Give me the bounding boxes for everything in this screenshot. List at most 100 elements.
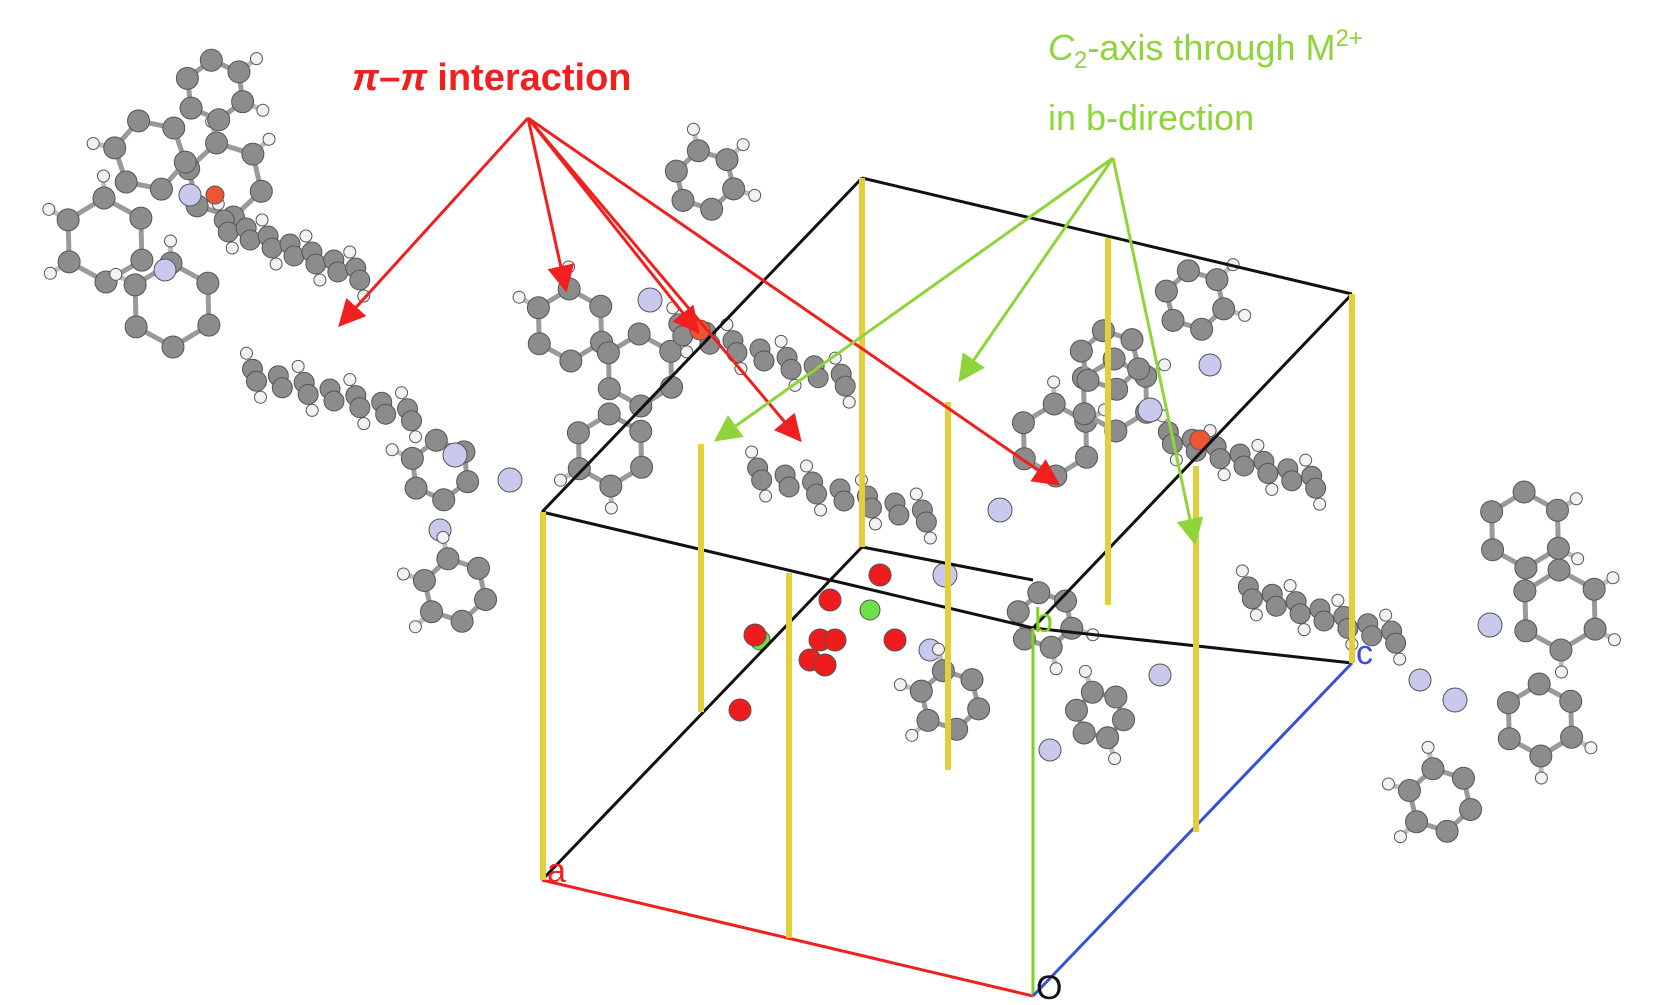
carbon-atom — [1265, 595, 1287, 617]
carbon-atom — [450, 609, 474, 633]
carbon-atom — [1514, 619, 1538, 643]
carbon-atom — [1529, 744, 1553, 768]
hydrogen-atom — [1393, 830, 1407, 844]
carbon-atom — [1104, 685, 1128, 709]
oxygen-atom — [728, 698, 752, 722]
carbon-atom — [420, 600, 444, 624]
hydrogen-atom — [931, 642, 945, 656]
hydrogen-atom — [225, 241, 239, 255]
carbon-atom — [589, 294, 613, 318]
carbon-atom — [196, 271, 220, 295]
hydrogen-atom — [313, 273, 327, 287]
pi-pi-arrow — [526, 117, 574, 293]
hydrogen-atom — [1251, 438, 1265, 452]
hydrogen-atom — [1534, 771, 1548, 785]
cell-edge — [1031, 292, 1354, 630]
molecule-layer — [42, 48, 1621, 844]
carbon-atom — [629, 419, 653, 443]
nitrogen-atom — [1408, 668, 1432, 692]
carbon-atom — [1512, 480, 1536, 504]
hydrogen-atom — [256, 103, 270, 117]
c2-axis-bars — [540, 178, 1355, 938]
carbon-atom — [123, 273, 147, 297]
hydrogen-atom — [305, 403, 319, 417]
nitrogen-atom — [178, 183, 202, 207]
carbon-atom — [567, 457, 591, 481]
axis-label-origin: O — [1036, 969, 1062, 1005]
carbon-atom — [283, 245, 305, 267]
carbon-atom — [162, 116, 186, 140]
carbon-atom — [401, 410, 423, 432]
carbon-atom — [305, 253, 327, 275]
carbon-atom — [1385, 632, 1407, 654]
hydrogen-atom — [814, 503, 828, 517]
oxygen-atom — [743, 623, 767, 647]
carbon-atom — [207, 108, 231, 132]
carbon-atom — [466, 556, 490, 580]
carbon-atom — [1075, 445, 1099, 469]
hydrogen-atom — [553, 473, 567, 487]
nitrogen-atom — [1198, 353, 1222, 377]
pi-symbol: π — [400, 57, 428, 99]
hydrogen-atom — [1584, 741, 1598, 755]
hydrogen-atom — [1108, 752, 1122, 766]
carbon-atom — [630, 455, 654, 479]
carbon-atom — [967, 697, 991, 721]
nitrogen-atom — [442, 442, 468, 468]
hydrogen-atom — [1078, 664, 1092, 678]
hydrogen-atom — [96, 169, 110, 183]
hydrogen-atom — [163, 234, 177, 248]
nitrogen-atom — [637, 287, 663, 313]
cell-edge — [1032, 626, 1353, 665]
carbon-atom — [149, 177, 173, 201]
carbon-atom — [297, 383, 319, 405]
hydrogen-atom — [759, 489, 773, 503]
hydrogen-atom — [239, 346, 253, 360]
carbon-atom — [199, 48, 223, 72]
carbon-atom — [1039, 635, 1063, 659]
hydrogen-atom — [1381, 777, 1395, 791]
hydrogen-atom — [249, 52, 263, 66]
carbon-atom — [1012, 627, 1036, 651]
hydrogen-atom — [262, 132, 276, 146]
carbon-atom — [1459, 797, 1483, 821]
hydrogen-atom — [1393, 652, 1407, 666]
hydrogen-atom — [680, 345, 694, 359]
superscript-2plus: 2+ — [1335, 25, 1362, 52]
hydrogen-atom — [736, 138, 750, 152]
pi-pi-arrows — [338, 116, 1061, 486]
carbon-atom — [261, 237, 283, 259]
carbon-atom — [1120, 328, 1144, 352]
hydrogen-atom — [1313, 497, 1327, 511]
carbon-atom — [1547, 558, 1571, 582]
axis-through-text: -axis through M — [1087, 27, 1335, 68]
subscript-2: 2 — [1074, 47, 1087, 74]
hydrogen-atom — [748, 188, 762, 202]
hydrogen-atom — [1607, 633, 1621, 647]
carbon-atom — [1205, 268, 1229, 292]
carbon-atom — [412, 569, 436, 593]
carbon-atom — [806, 483, 828, 505]
carbon-atom — [1076, 368, 1100, 392]
carbon-atom — [92, 186, 116, 210]
c2-axis-arrow — [713, 156, 1114, 442]
carbon-atom — [629, 394, 653, 418]
carbon-atom — [1405, 810, 1429, 834]
carbon-atom — [1233, 455, 1255, 477]
hydrogen-atom — [1049, 662, 1063, 676]
carbon-atom — [271, 377, 293, 399]
hydrogen-atom — [86, 136, 100, 150]
nitrogen-atom — [1442, 687, 1468, 713]
carbon-atom — [1072, 721, 1096, 745]
pi-pi-arrow — [338, 116, 530, 327]
pi-pi-arrow — [527, 116, 1061, 486]
carbon-atom — [129, 206, 153, 230]
carbon-atom — [671, 188, 695, 212]
carbon-atom — [1496, 691, 1520, 715]
hydrogen-atom — [562, 260, 576, 274]
carbon-atom — [205, 131, 229, 155]
carbon-atom — [1481, 538, 1505, 562]
hydrogen-atom — [1265, 482, 1279, 496]
nitrogen-atom — [497, 467, 523, 493]
